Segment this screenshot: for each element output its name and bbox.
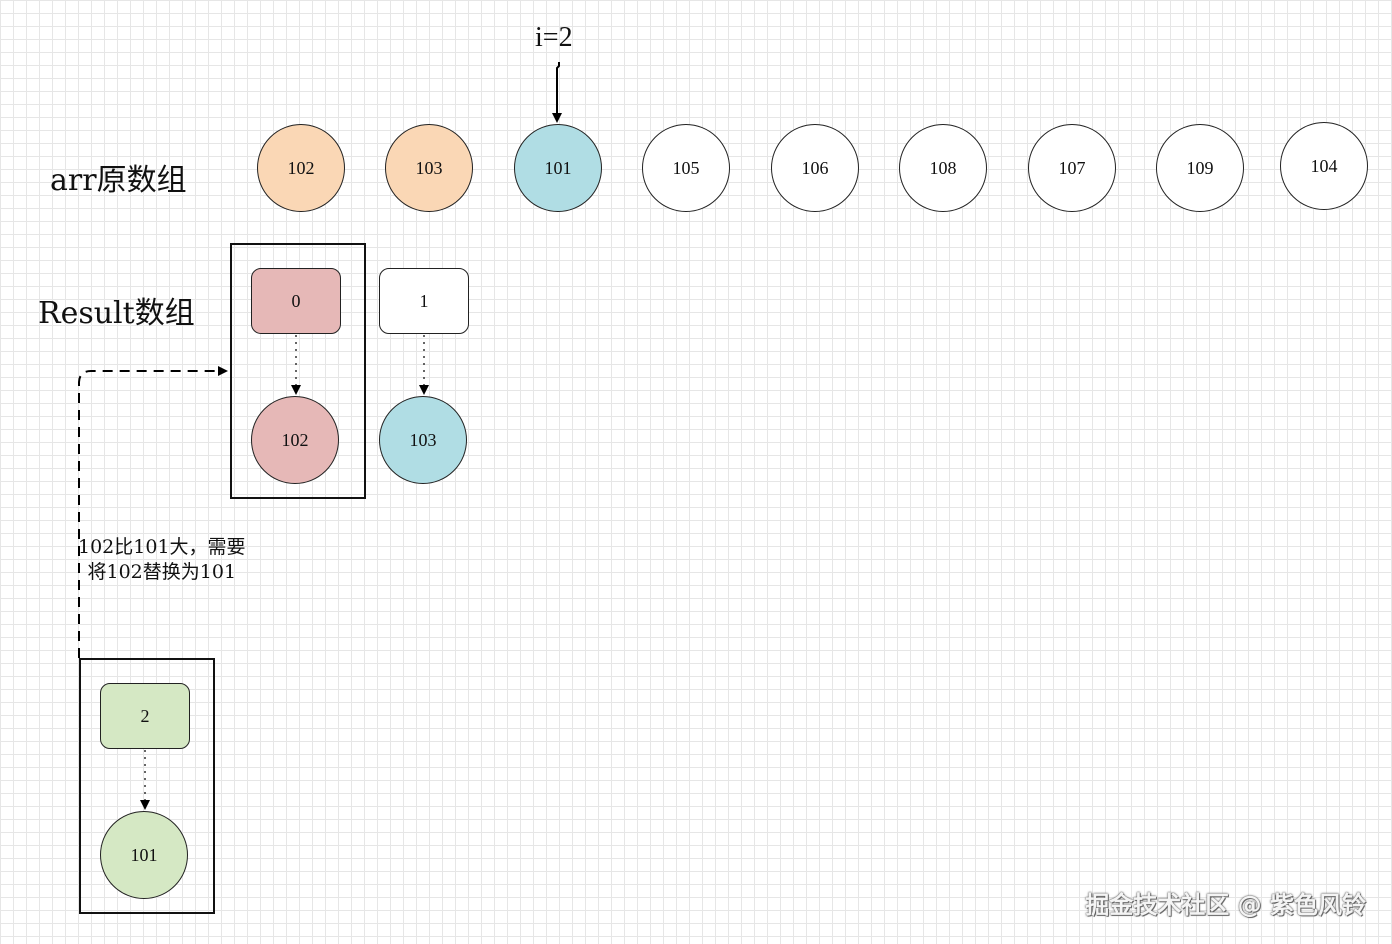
arr-node-0: 102 <box>257 124 345 212</box>
result-index-0: 0 <box>251 268 341 334</box>
replace-note-line-2: 将102替换为101 <box>87 561 237 583</box>
replace-arrow <box>78 366 228 658</box>
result-node-0: 102 <box>251 396 339 484</box>
result-node-1: 103 <box>379 396 467 484</box>
pointer-label: i=2 <box>535 22 573 53</box>
candidate-frame <box>79 658 215 914</box>
pointer-arrow <box>552 62 562 123</box>
arr-node-7: 109 <box>1156 124 1244 212</box>
candidate-node: 101 <box>100 811 188 899</box>
replace-note-line-1: 102比101大，需要 <box>78 536 246 558</box>
arr-node-8: 104 <box>1280 122 1368 210</box>
arr-node-3: 105 <box>642 124 730 212</box>
replace-note: 102比101大，需要 将102替换为101 <box>78 535 246 585</box>
arr-node-2: 101 <box>514 124 602 212</box>
arr-node-4: 106 <box>771 124 859 212</box>
arr-row-label: arr原数组 <box>50 163 187 198</box>
result-index-1: 1 <box>379 268 469 334</box>
candidate-index: 2 <box>100 683 190 749</box>
arr-node-5: 108 <box>899 124 987 212</box>
result-row-label: Result数组 <box>38 296 195 331</box>
arr-node-6: 107 <box>1028 124 1116 212</box>
result-slot-0-frame <box>230 243 366 499</box>
arr-node-1: 103 <box>385 124 473 212</box>
watermark: 掘金技术社区 @ 紫色风铃 <box>1085 891 1366 919</box>
